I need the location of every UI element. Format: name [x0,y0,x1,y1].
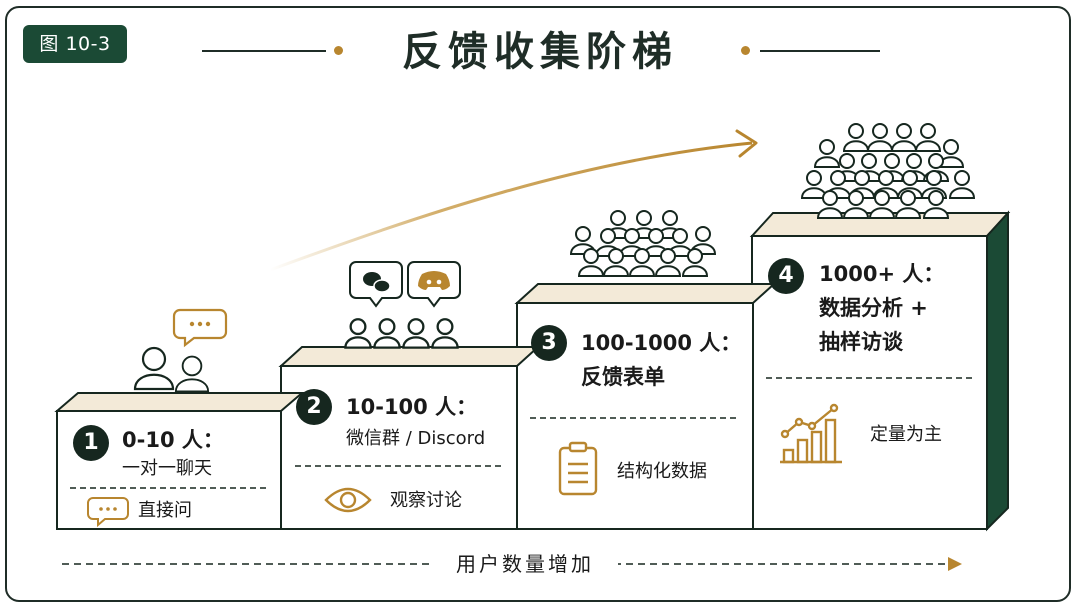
x-axis-label: 用户数量增加 [432,546,618,582]
step-2-method: 微信群 / Discord [346,428,486,449]
discord-icon [407,261,461,308]
step-4-method-line-1: 数据分析 + [819,296,928,320]
bar-chart-icon [780,403,842,464]
four-people-icon [344,318,459,349]
crowd-icon [570,210,716,277]
step-4-action: 定量为主 [870,424,942,445]
growth-arrow [269,129,758,272]
figure-label: 图 10-3 [23,25,127,63]
step-3-range: 100-1000 人： [581,331,742,355]
step-4-method-line-2: 抽样访谈 [819,330,903,354]
step-2-range: 10-100 人： [346,395,478,419]
step-2-badge: 2 [296,389,332,425]
chat-bubble-icon [172,308,228,348]
title-rule-left [202,50,326,52]
step-4-range: 1000+ 人： [819,262,945,286]
eye-icon [324,487,372,513]
step-4-badge: 4 [768,258,804,294]
wechat-icon [349,261,403,308]
large-crowd-icon [801,123,975,219]
title-dot-left [334,46,343,55]
step-1-action: 直接问 [138,500,192,521]
step-3-badge: 3 [531,325,567,361]
step-4-block [749,210,1011,532]
step-3-block [514,283,777,530]
step-3-action: 结构化数据 [617,461,707,482]
step-2-action: 观察讨论 [390,490,462,511]
step-3-method: 反馈表单 [581,365,665,389]
step-1-range: 0-10 人： [122,428,224,452]
title-dot-right [741,46,750,55]
clipboard-icon [558,441,598,496]
diagram-title: 反馈收集阶梯 [402,29,678,75]
chat-bubble-small-icon [87,497,129,528]
step-1-badge: 1 [73,425,109,461]
title-rule-right [760,50,880,52]
two-people-icon [133,346,210,393]
step-1-method: 一对一聊天 [122,458,212,479]
